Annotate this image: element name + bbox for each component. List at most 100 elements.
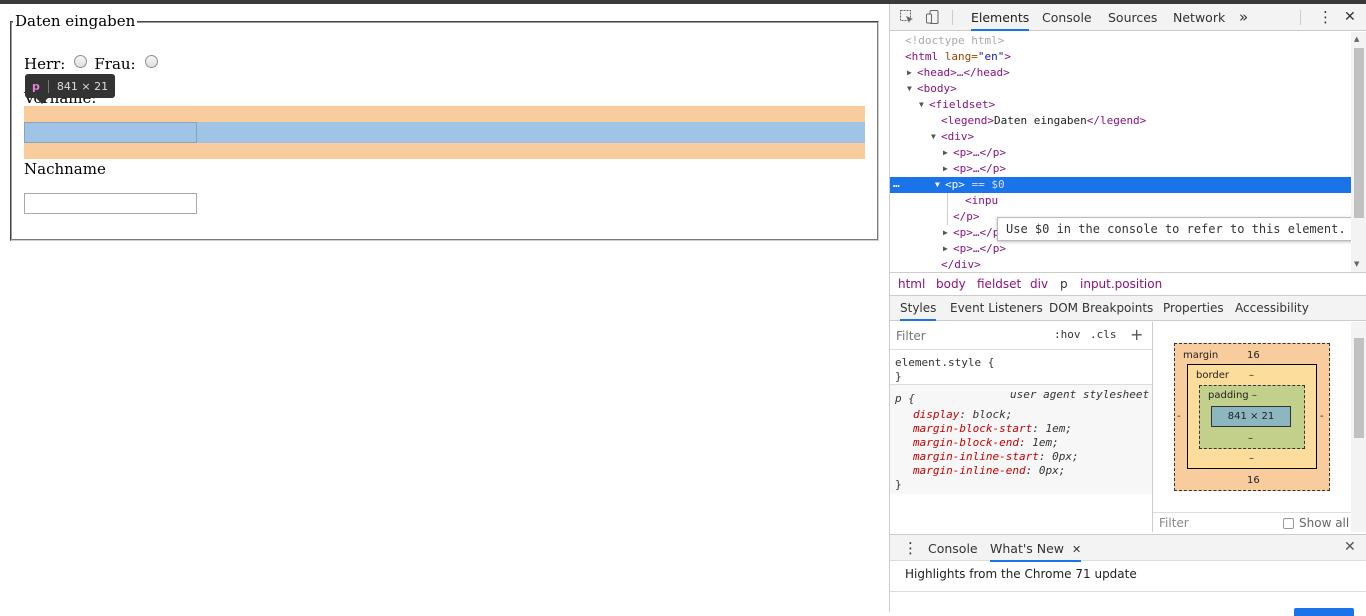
fieldset-legend: Daten eingaben bbox=[13, 12, 138, 30]
hov-toggle[interactable]: :hov bbox=[1054, 328, 1081, 341]
scrollbar-thumb[interactable] bbox=[1354, 48, 1364, 218]
dom-node-div[interactable]: ▼<div> bbox=[931, 130, 975, 143]
close-drawer-icon[interactable]: ✕ bbox=[1344, 539, 1356, 555]
margin-top-value[interactable]: 16 bbox=[1247, 350, 1260, 361]
margin-bottom-value[interactable]: 16 bbox=[1247, 475, 1260, 486]
expand-triangle-icon: ▶ bbox=[943, 244, 948, 253]
tab-event-listeners[interactable]: Event Listeners bbox=[950, 301, 1043, 315]
devtools-panel: Elements Console Sources Network » ⋮ ✕ <… bbox=[889, 4, 1366, 616]
tab-dom-breakpoints[interactable]: DOM Breakpoints bbox=[1049, 301, 1154, 315]
cursor-select-icon[interactable] bbox=[899, 9, 915, 25]
dollar-zero-tooltip: Use $0 in the console to refer to this e… bbox=[997, 217, 1351, 241]
vorname-input[interactable] bbox=[24, 122, 197, 143]
fieldset bbox=[10, 21, 879, 241]
scrollbar-thumb[interactable] bbox=[1354, 338, 1364, 438]
box-model-border[interactable]: border – – padding – – 841 × 21 bbox=[1187, 364, 1317, 469]
rule-divider bbox=[890, 384, 1152, 385]
more-dots-icon: … bbox=[893, 177, 900, 190]
dom-node-p[interactable]: ▶<p>…</p> bbox=[943, 146, 1006, 159]
ua-rule-block bbox=[890, 384, 1152, 494]
margin-label: margin bbox=[1183, 350, 1219, 361]
dom-node-doctype[interactable]: <!doctype html> bbox=[905, 34, 1005, 47]
collapse-triangle-icon: ▼ bbox=[907, 84, 912, 93]
breadcrumb-div[interactable]: div bbox=[1030, 277, 1049, 291]
dom-node-div-close[interactable]: </div> bbox=[941, 258, 981, 271]
dom-node-p[interactable]: ▶<p>…</p> bbox=[943, 242, 1006, 255]
computed-filter-row: Filter Show all bbox=[1153, 512, 1366, 532]
tab-network[interactable]: Network bbox=[1173, 10, 1226, 25]
close-tab-icon[interactable]: ✕ bbox=[1072, 543, 1082, 556]
dom-node-p-close[interactable]: </p> bbox=[953, 210, 980, 223]
box-model-padding[interactable]: padding – – 841 × 21 bbox=[1199, 385, 1305, 449]
breadcrumb-html[interactable]: html bbox=[898, 277, 926, 291]
box-model-margin[interactable]: margin 16 16 - - border – – padding – – … bbox=[1174, 343, 1330, 491]
tab-sources[interactable]: Sources bbox=[1108, 10, 1158, 25]
tab-elements[interactable]: Elements bbox=[971, 4, 1030, 31]
breadcrumb-p[interactable]: p bbox=[1060, 277, 1068, 291]
border-label: border bbox=[1196, 370, 1230, 381]
dom-node-p[interactable]: ▶<p>…</p> bbox=[943, 226, 1006, 239]
element-style-selector[interactable]: element.style { bbox=[895, 356, 995, 369]
highlight-margin-top bbox=[24, 106, 865, 122]
expand-triangle-icon: ▶ bbox=[943, 228, 948, 237]
tab-console[interactable]: Console bbox=[1042, 10, 1092, 25]
cls-toggle[interactable]: .cls bbox=[1090, 328, 1117, 341]
dom-node-input[interactable]: <inpu bbox=[965, 194, 999, 207]
inspect-tooltip-dims: 841 × 21 bbox=[56, 79, 109, 93]
drawer-menu-icon[interactable]: ⋮ bbox=[903, 539, 918, 557]
dom-node-head[interactable]: ▶<head>…</head> bbox=[907, 66, 1010, 79]
show-all-checkbox[interactable] bbox=[1283, 518, 1294, 529]
breadcrumb: html body fieldset div p input.position bbox=[890, 272, 1366, 296]
new-rule-button[interactable]: + bbox=[1130, 325, 1144, 344]
ua-rule-close: } bbox=[895, 478, 902, 491]
menu-kebab-icon[interactable]: ⋮ bbox=[1318, 8, 1333, 26]
padding-bottom-value[interactable]: – bbox=[1248, 433, 1253, 444]
tab-accessibility[interactable]: Accessibility bbox=[1235, 301, 1309, 315]
breadcrumb-fieldset[interactable]: fieldset bbox=[977, 277, 1022, 291]
ua-rule-selector: p { bbox=[895, 392, 915, 405]
selected-dom-node-p[interactable]: ▼<p> == $0 bbox=[935, 178, 1005, 191]
expand-triangle-icon: ▶ bbox=[943, 148, 948, 157]
computed-filter-input[interactable]: Filter bbox=[1159, 516, 1189, 530]
elements-scrollbar[interactable]: ▲ ▼ bbox=[1351, 32, 1366, 272]
inspect-tooltip-arrow bbox=[36, 98, 48, 104]
dom-node-fieldset[interactable]: ▼<fieldset> bbox=[919, 98, 996, 111]
styles-pane: :hov .cls + element.style { } p { user a… bbox=[890, 322, 1152, 532]
whats-new-headline: Highlights from the Chrome 71 update bbox=[905, 567, 1137, 581]
nachname-input[interactable] bbox=[24, 193, 197, 214]
herr-label: Herr: bbox=[24, 55, 66, 73]
styles-filter-input[interactable] bbox=[894, 326, 1044, 346]
border-bottom-value[interactable]: – bbox=[1249, 453, 1254, 464]
more-tabs-button[interactable]: » bbox=[1239, 8, 1249, 26]
border-top-value[interactable]: – bbox=[1249, 370, 1254, 381]
tab-properties[interactable]: Properties bbox=[1163, 301, 1224, 315]
dom-node-p[interactable]: ▶<p>…</p> bbox=[943, 162, 1006, 175]
breadcrumb-body[interactable]: body bbox=[936, 277, 966, 291]
scroll-down-icon: ▼ bbox=[1354, 260, 1360, 268]
box-model-content[interactable]: 841 × 21 bbox=[1211, 406, 1291, 427]
close-devtools-icon[interactable]: ✕ bbox=[1344, 9, 1356, 25]
whats-new-button-peek[interactable] bbox=[1294, 608, 1354, 616]
elements-tree: <!doctype html> <html lang="en"> ▶<head>… bbox=[890, 32, 1351, 272]
element-style-close: } bbox=[895, 370, 902, 383]
css-property: margin-block-end: 1em; bbox=[913, 436, 1059, 449]
margin-right-value[interactable]: - bbox=[1320, 411, 1324, 422]
margin-left-value[interactable]: - bbox=[1177, 411, 1181, 422]
selected-dom-row[interactable]: … bbox=[890, 177, 1351, 193]
device-toggle-icon[interactable] bbox=[925, 9, 941, 25]
styles-scrollbar[interactable] bbox=[1351, 322, 1366, 532]
dom-node-legend[interactable]: <legend>Daten eingaben</legend> bbox=[941, 114, 1147, 127]
show-all-label: Show all bbox=[1299, 516, 1350, 530]
drawer-tab-whats-new[interactable]: What's New ✕ bbox=[990, 535, 1082, 562]
herr-radio[interactable] bbox=[74, 54, 88, 68]
drawer-tab-console[interactable]: Console bbox=[928, 541, 978, 556]
whats-new-divider bbox=[890, 591, 1366, 592]
nachname-label: Nachname bbox=[24, 160, 106, 178]
frau-radio[interactable] bbox=[144, 54, 158, 68]
breadcrumb-input[interactable]: input.position bbox=[1080, 277, 1163, 291]
tab-styles[interactable]: Styles bbox=[900, 296, 937, 321]
gender-row: Herr: Frau: bbox=[24, 54, 165, 73]
css-property: margin-block-start: 1em; bbox=[913, 422, 1072, 435]
dom-node-body[interactable]: ▼<body> bbox=[907, 82, 957, 95]
dom-node-html[interactable]: <html lang="en"> bbox=[905, 50, 1011, 63]
